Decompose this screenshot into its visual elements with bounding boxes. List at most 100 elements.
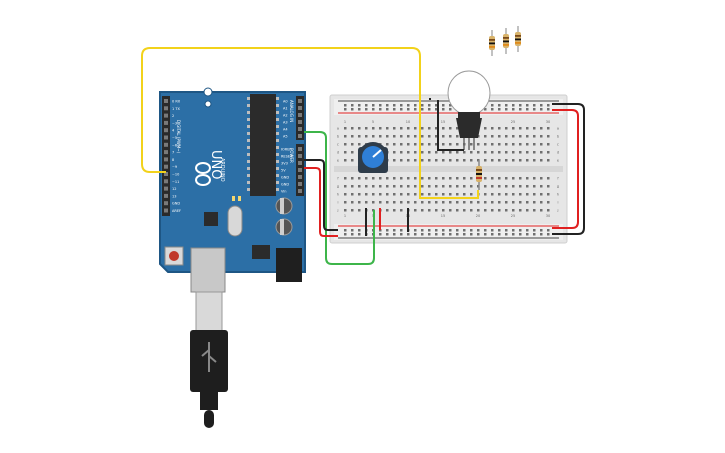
terminal-hole[interactable] bbox=[512, 193, 515, 196]
terminal-hole[interactable] bbox=[442, 127, 445, 130]
terminal-hole[interactable] bbox=[470, 209, 473, 212]
terminal-hole[interactable] bbox=[449, 209, 452, 212]
terminal-hole[interactable] bbox=[505, 151, 508, 154]
terminal-hole[interactable] bbox=[498, 143, 501, 146]
terminal-hole[interactable] bbox=[344, 209, 347, 212]
power-rail-hole[interactable] bbox=[477, 233, 480, 236]
terminal-hole[interactable] bbox=[470, 185, 473, 188]
terminal-hole[interactable] bbox=[386, 193, 389, 196]
power-rail-hole[interactable] bbox=[442, 104, 445, 107]
power-rail-hole[interactable] bbox=[358, 108, 361, 111]
terminal-hole[interactable] bbox=[442, 177, 445, 180]
terminal-hole[interactable] bbox=[491, 193, 494, 196]
power-rail-hole[interactable] bbox=[491, 108, 494, 111]
power-pin[interactable] bbox=[298, 147, 302, 151]
terminal-hole[interactable] bbox=[491, 135, 494, 138]
power-rail-hole[interactable] bbox=[414, 104, 417, 107]
terminal-hole[interactable] bbox=[442, 143, 445, 146]
terminal-hole[interactable] bbox=[519, 185, 522, 188]
terminal-hole[interactable] bbox=[428, 201, 431, 204]
terminal-hole[interactable] bbox=[456, 151, 459, 154]
power-rail-hole[interactable] bbox=[435, 229, 438, 232]
terminal-hole[interactable] bbox=[505, 193, 508, 196]
terminal-hole[interactable] bbox=[428, 151, 431, 154]
terminal-hole[interactable] bbox=[533, 135, 536, 138]
terminal-hole[interactable] bbox=[456, 177, 459, 180]
terminal-hole[interactable] bbox=[512, 159, 515, 162]
terminal-hole[interactable] bbox=[533, 143, 536, 146]
power-rail-hole[interactable] bbox=[526, 233, 529, 236]
terminal-hole[interactable] bbox=[379, 135, 382, 138]
terminal-hole[interactable] bbox=[540, 127, 543, 130]
terminal-hole[interactable] bbox=[379, 201, 382, 204]
terminal-hole[interactable] bbox=[540, 151, 543, 154]
digital-pin[interactable] bbox=[164, 113, 168, 118]
digital-pin[interactable] bbox=[164, 150, 168, 155]
terminal-hole[interactable] bbox=[344, 151, 347, 154]
terminal-hole[interactable] bbox=[365, 185, 368, 188]
power-rail-hole[interactable] bbox=[379, 229, 382, 232]
reset-button[interactable] bbox=[164, 246, 184, 266]
terminal-hole[interactable] bbox=[456, 185, 459, 188]
power-rail-hole[interactable] bbox=[505, 104, 508, 107]
power-rail-hole[interactable] bbox=[505, 108, 508, 111]
power-rail-hole[interactable] bbox=[400, 233, 403, 236]
power-rail-hole[interactable] bbox=[393, 233, 396, 236]
terminal-hole[interactable] bbox=[449, 135, 452, 138]
terminal-hole[interactable] bbox=[400, 177, 403, 180]
terminal-hole[interactable] bbox=[365, 135, 368, 138]
power-rail-hole[interactable] bbox=[477, 229, 480, 232]
terminal-hole[interactable] bbox=[442, 135, 445, 138]
terminal-hole[interactable] bbox=[393, 209, 396, 212]
terminal-hole[interactable] bbox=[533, 159, 536, 162]
resistor[interactable] bbox=[503, 28, 509, 54]
terminal-hole[interactable] bbox=[407, 201, 410, 204]
power-rail-hole[interactable] bbox=[526, 104, 529, 107]
wire-signal-yellow[interactable] bbox=[141, 47, 479, 199]
terminal-hole[interactable] bbox=[379, 177, 382, 180]
power-rail-hole[interactable] bbox=[386, 233, 389, 236]
terminal-hole[interactable] bbox=[463, 177, 466, 180]
power-pin[interactable] bbox=[298, 175, 302, 179]
terminal-hole[interactable] bbox=[449, 159, 452, 162]
terminal-hole[interactable] bbox=[519, 135, 522, 138]
terminal-hole[interactable] bbox=[351, 185, 354, 188]
analog-pin[interactable] bbox=[298, 99, 302, 103]
power-rail-hole[interactable] bbox=[512, 233, 515, 236]
terminal-hole[interactable] bbox=[470, 151, 473, 154]
power-rail-hole[interactable] bbox=[470, 229, 473, 232]
terminal-hole[interactable] bbox=[407, 151, 410, 154]
terminal-hole[interactable] bbox=[519, 177, 522, 180]
terminal-hole[interactable] bbox=[470, 143, 473, 146]
power-rail-hole[interactable] bbox=[519, 104, 522, 107]
terminal-hole[interactable] bbox=[435, 127, 438, 130]
terminal-hole[interactable] bbox=[372, 201, 375, 204]
terminal-hole[interactable] bbox=[344, 135, 347, 138]
terminal-hole[interactable] bbox=[393, 201, 396, 204]
terminal-hole[interactable] bbox=[428, 135, 431, 138]
terminal-hole[interactable] bbox=[547, 177, 550, 180]
terminal-hole[interactable] bbox=[379, 127, 382, 130]
terminal-hole[interactable] bbox=[400, 151, 403, 154]
terminal-hole[interactable] bbox=[547, 201, 550, 204]
terminal-hole[interactable] bbox=[463, 193, 466, 196]
terminal-hole[interactable] bbox=[435, 193, 438, 196]
terminal-hole[interactable] bbox=[512, 185, 515, 188]
terminal-hole[interactable] bbox=[505, 209, 508, 212]
terminal-hole[interactable] bbox=[491, 159, 494, 162]
power-rail-hole[interactable] bbox=[533, 104, 536, 107]
terminal-hole[interactable] bbox=[533, 127, 536, 130]
terminal-hole[interactable] bbox=[421, 159, 424, 162]
terminal-hole[interactable] bbox=[526, 135, 529, 138]
power-rail-hole[interactable] bbox=[449, 104, 452, 107]
terminal-hole[interactable] bbox=[540, 177, 543, 180]
terminal-hole[interactable] bbox=[484, 127, 487, 130]
power-rail-hole[interactable] bbox=[505, 229, 508, 232]
terminal-hole[interactable] bbox=[505, 185, 508, 188]
terminal-hole[interactable] bbox=[456, 135, 459, 138]
power-rail-hole[interactable] bbox=[498, 233, 501, 236]
terminal-hole[interactable] bbox=[526, 193, 529, 196]
terminal-hole[interactable] bbox=[512, 177, 515, 180]
power-rail-hole[interactable] bbox=[547, 233, 550, 236]
power-rail-hole[interactable] bbox=[379, 104, 382, 107]
